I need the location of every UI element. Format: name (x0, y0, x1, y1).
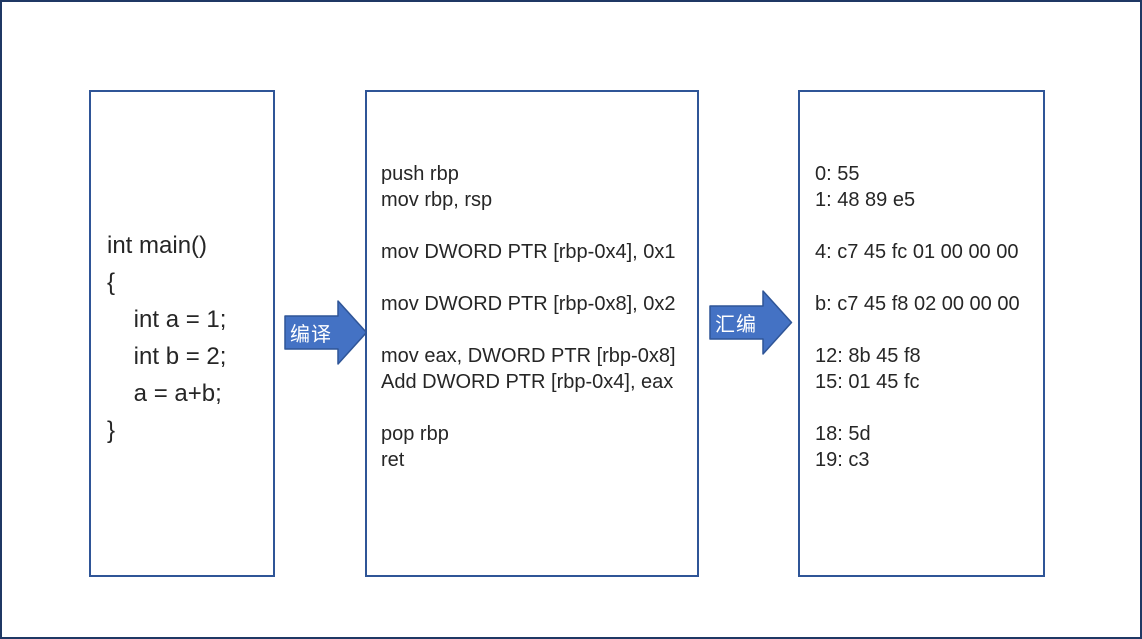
assembly-code-box: push rbp mov rbp, rsp mov DWORD PTR [rbp… (365, 90, 699, 577)
right-arrow-icon (709, 290, 793, 355)
compile-arrow-label: 编译 (290, 323, 332, 346)
assemble-arrow: 汇编 (709, 290, 793, 355)
compile-arrow: 编译 (284, 300, 368, 365)
assembly-code-text: push rbp mov rbp, rsp mov DWORD PTR [rbp… (381, 163, 676, 471)
source-code-box: int main() { int a = 1; int b = 2; a = a… (89, 90, 275, 577)
source-code-text: int main() { int a = 1; int b = 2; a = a… (107, 232, 227, 444)
right-arrow-icon (284, 300, 368, 365)
machine-code-box: 0: 55 1: 48 89 e5 4: c7 45 fc 01 00 00 0… (798, 90, 1045, 577)
assemble-arrow-label: 汇编 (715, 313, 757, 336)
machine-code-text: 0: 55 1: 48 89 e5 4: c7 45 fc 01 00 00 0… (815, 163, 1020, 471)
